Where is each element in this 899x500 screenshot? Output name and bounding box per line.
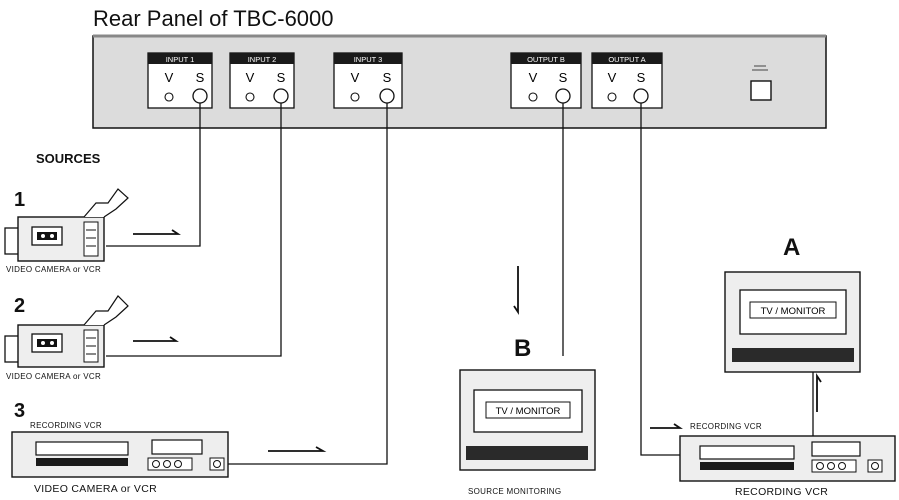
monitor-a-icon: TV / MONITOR bbox=[724, 271, 861, 373]
output-b-s-label: S bbox=[559, 70, 568, 85]
cable-input-3 bbox=[222, 103, 388, 465]
input-2-s-label: S bbox=[277, 70, 286, 85]
output-a-label: OUTPUT A bbox=[608, 55, 645, 64]
source-3-number: 3 bbox=[14, 400, 26, 422]
input-1-label: INPUT 1 bbox=[166, 55, 195, 64]
output-a-s-jack[interactable] bbox=[633, 88, 649, 104]
output-a-v-label: V bbox=[608, 70, 617, 85]
source-1-number: 1 bbox=[14, 189, 26, 211]
monitor-a-screen-label: TV / MONITOR bbox=[761, 306, 826, 317]
monitor-b-icon: TV / MONITOR bbox=[459, 369, 596, 471]
output-b-v-jack[interactable] bbox=[528, 92, 538, 102]
output-b-label: OUTPUT B bbox=[527, 55, 565, 64]
recording-vcr-caption: RECORDING VCR bbox=[735, 486, 829, 498]
arrow-vcr-to-monitor-a bbox=[816, 373, 822, 412]
monitor-b-caption: SOURCE MONITORING bbox=[468, 487, 562, 496]
input-3-label: INPUT 3 bbox=[354, 55, 383, 64]
output-b-jack-group: OUTPUT B V S bbox=[510, 52, 582, 109]
input-1-jack-group: INPUT 1 V S bbox=[147, 52, 213, 109]
input-3-v-jack[interactable] bbox=[350, 92, 360, 102]
cables bbox=[106, 103, 814, 465]
arrow-output-b bbox=[513, 266, 519, 315]
source-3-caption: VIDEO CAMERA or VCR bbox=[34, 483, 157, 495]
source-2-caption: VIDEO CAMERA or VCR bbox=[6, 372, 102, 381]
sources-heading: SOURCES bbox=[36, 151, 101, 166]
camera-2-icon bbox=[4, 295, 129, 368]
source-1-caption: VIDEO CAMERA or VCR bbox=[6, 265, 102, 274]
input-3-s-label: S bbox=[383, 70, 392, 85]
recording-vcr-icon bbox=[679, 435, 896, 482]
cable-input-2 bbox=[106, 103, 282, 357]
input-3-s-jack[interactable] bbox=[379, 88, 395, 104]
input-3-jack-group: INPUT 3 V S bbox=[333, 52, 403, 109]
power-switch[interactable] bbox=[750, 65, 772, 101]
input-2-s-jack[interactable] bbox=[273, 88, 289, 104]
input-1-v-label: V bbox=[165, 70, 174, 85]
output-a-v-jack[interactable] bbox=[607, 92, 617, 102]
output-a-jack-group: OUTPUT A V S bbox=[591, 52, 663, 109]
input-2-jack-group: INPUT 2 V S bbox=[229, 52, 295, 109]
diagram-title: Rear Panel of TBC-6000 bbox=[93, 6, 334, 31]
input-3-v-label: V bbox=[351, 70, 360, 85]
monitor-b-letter: B bbox=[514, 335, 532, 362]
input-1-s-jack[interactable] bbox=[192, 88, 208, 104]
output-a-s-label: S bbox=[637, 70, 646, 85]
input-2-v-label: V bbox=[246, 70, 255, 85]
rear-panel bbox=[92, 34, 827, 129]
source-3-vcr-icon bbox=[11, 431, 229, 478]
cable-input-1 bbox=[106, 103, 201, 247]
source-2-number: 2 bbox=[14, 295, 26, 317]
arrow-source-2 bbox=[133, 336, 179, 342]
cable-output-a bbox=[640, 103, 680, 456]
source-3-device-label: RECORDING VCR bbox=[30, 421, 102, 430]
recording-vcr-device-label: RECORDING VCR bbox=[690, 422, 762, 431]
output-b-s-jack[interactable] bbox=[555, 88, 571, 104]
arrow-source-3 bbox=[268, 446, 327, 452]
arrow-source-1 bbox=[133, 229, 181, 235]
output-b-v-label: V bbox=[529, 70, 538, 85]
input-1-v-jack[interactable] bbox=[164, 92, 174, 102]
input-1-s-label: S bbox=[196, 70, 205, 85]
input-2-label: INPUT 2 bbox=[248, 55, 277, 64]
camera-1-icon bbox=[4, 188, 129, 262]
monitor-b-screen-label: TV / MONITOR bbox=[496, 406, 561, 417]
input-2-v-jack[interactable] bbox=[245, 92, 255, 102]
arrow-output-a bbox=[650, 423, 683, 429]
monitor-a-letter: A bbox=[783, 234, 801, 261]
signal-arrows bbox=[133, 229, 822, 452]
